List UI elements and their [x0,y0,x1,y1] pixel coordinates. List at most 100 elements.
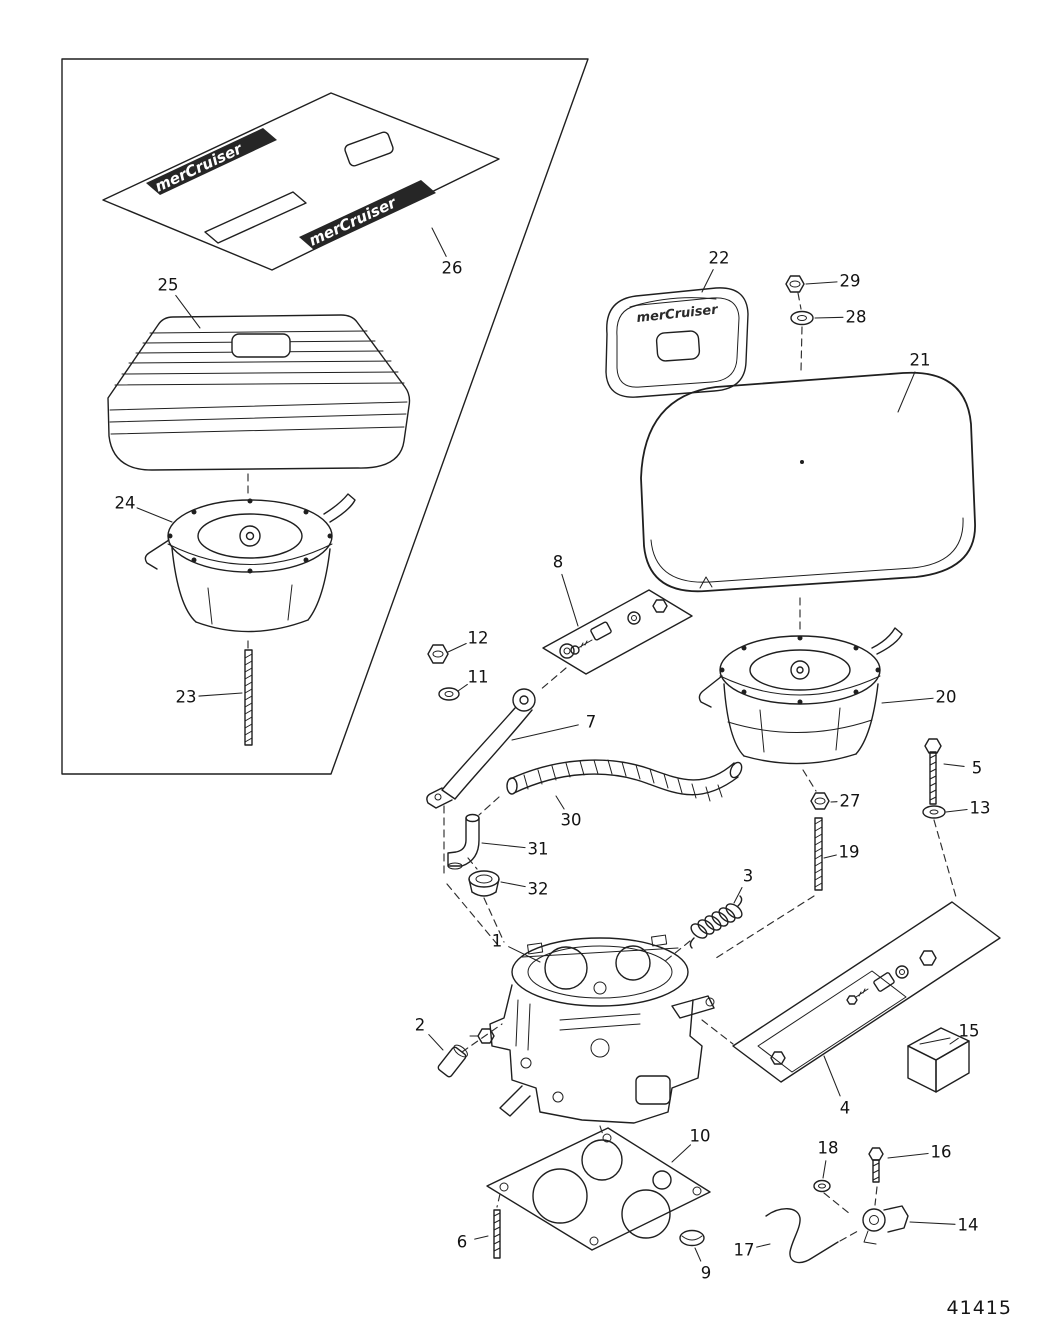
figure-number-group: 41415 [947,1297,1012,1319]
leader-line-13 [945,808,968,813]
leader-line-6 [474,1235,489,1240]
callout-12: 12 [468,629,489,648]
leader-line-11 [457,683,468,692]
leader-line-21 [897,371,916,413]
leader-line-4 [823,1055,841,1097]
stud-19 [814,817,823,891]
callout-14: 14 [958,1216,979,1235]
leader-line-20 [881,697,934,704]
carburetor [469,934,715,1124]
callout-9: 9 [701,1264,712,1283]
clamp-bracket [862,1205,909,1245]
stud-6 [493,1209,501,1259]
assembly-dashed-lines [247,292,957,1242]
callout-7: 7 [586,713,597,732]
callout-6: 6 [457,1233,468,1252]
nut-27 [810,792,830,810]
cover-21 [640,371,976,593]
leader-line-24 [136,507,173,523]
bushing [437,1044,468,1078]
callout-20: 20 [936,688,957,707]
base-gasket [486,1127,711,1251]
washer-28 [790,310,814,326]
leader-line-1 [508,946,541,963]
callout-27: 27 [840,792,861,811]
float [907,1027,970,1093]
elbow-fitting [447,813,480,870]
brand-logo-text: merCruiser [152,139,246,196]
callout-21: 21 [910,351,931,370]
leader-line-10 [671,1144,691,1163]
callout-29: 29 [840,272,861,291]
repair-kit [542,589,693,675]
leader-line-7 [511,724,579,741]
callout-26: 26 [442,259,463,278]
leader-line-2 [428,1034,444,1051]
callout-19: 19 [839,843,860,862]
leader-line-3 [733,887,743,904]
callout-4: 4 [840,1099,851,1118]
leader-line-5 [943,763,965,767]
callout-3: 3 [743,867,754,886]
brand-logo-text: merCruiser [306,193,400,250]
stud-left [244,649,253,746]
leader-line-17 [756,1243,771,1248]
fuel-hose [506,759,743,802]
callout-28: 28 [846,308,867,327]
callout-18: 18 [818,1139,839,1158]
callout-15: 15 [959,1022,980,1041]
leader-line-30 [555,795,565,810]
leader-line-18 [822,1160,827,1179]
plug [679,1229,705,1247]
figure-number: 41415 [947,1297,1012,1319]
leader-line-25 [175,294,201,329]
leader-line-31 [481,842,526,849]
leader-line-26 [431,227,447,257]
inset-panel-border [61,58,589,775]
ribbed-cover [107,314,411,471]
callout-23: 23 [176,688,197,707]
flame-arrestor-left [144,493,356,633]
leader-line-32 [500,881,526,888]
washer-11 [438,687,460,701]
nut-12 [427,644,449,664]
cover-decal: merCruiser [605,287,749,398]
callout-17: 17 [734,1241,755,1260]
leader-line-29 [805,281,838,285]
callout-10: 10 [690,1127,711,1146]
callout-5: 5 [972,759,983,778]
callout-11: 11 [468,668,489,687]
callout-25: 25 [158,276,179,295]
screw-16 [868,1147,884,1183]
leader-line-8 [561,573,579,627]
callout-22: 22 [709,249,730,268]
brand-logo-text: merCruiser [636,302,720,326]
callout-layer: 1234567891011121314151617181920212223242… [115,227,991,1283]
callout-13: 13 [970,799,991,818]
callout-30: 30 [561,811,582,830]
callout-2: 2 [415,1016,426,1035]
leader-line-9 [694,1247,702,1262]
washer-13 [922,805,946,819]
lever-arm [426,688,536,809]
bent-rod [765,1208,839,1264]
grommet [468,870,500,897]
leader-line-16 [887,1152,929,1159]
callout-16: 16 [931,1143,952,1162]
leader-line-19 [823,854,837,859]
leader-line-12 [447,642,467,653]
callout-1: 1 [492,932,503,951]
leader-line-14 [909,1221,956,1225]
callout-31: 31 [528,840,549,859]
spring [689,895,743,949]
nut-29 [785,275,805,293]
leader-line-23 [198,692,243,697]
bolt-5 [924,738,942,805]
leader-line-15 [949,1037,959,1045]
flame-arrestor-right [698,627,903,765]
leader-line-28 [814,316,844,319]
gasket-kit [732,901,1001,1083]
callout-32: 32 [528,880,549,899]
